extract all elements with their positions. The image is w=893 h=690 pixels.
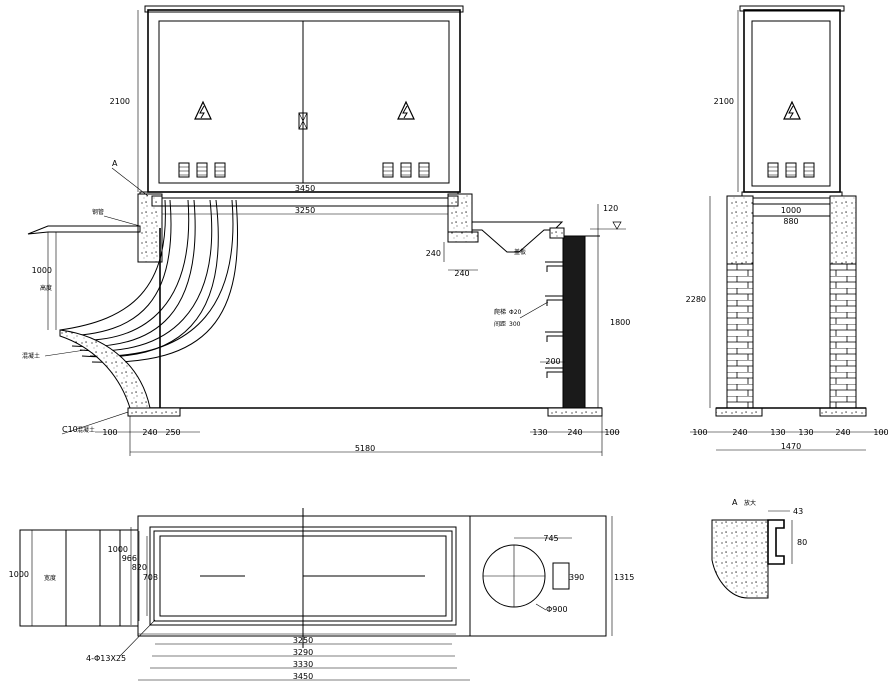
dim-text: 200 (545, 357, 560, 366)
dim-text: 80 (797, 538, 807, 547)
dim-text: 240 (732, 428, 747, 437)
dim-text: 1315 (614, 573, 634, 582)
dim-text: 130 (532, 428, 547, 437)
cabinet-body (147, 9, 461, 193)
label-spacing: 间距 (494, 320, 506, 328)
warning-icon (783, 100, 801, 120)
dim-text: 100 (102, 428, 117, 437)
dim-text: 3250 (295, 206, 315, 215)
label-c10-concrete: 混凝土 (77, 426, 95, 434)
dim-text: 1000 (781, 206, 801, 215)
dim-text: 120 (603, 204, 618, 213)
label-steel: 钢管 (92, 208, 104, 216)
dim-text: 3290 (293, 648, 313, 657)
warning-icon (397, 100, 415, 120)
label-spacing-dim: 300 (509, 321, 521, 328)
steel-pipe (27, 225, 141, 235)
detail-concrete (711, 519, 769, 599)
dim-text: 130 (770, 428, 785, 437)
dim-text: 100 (873, 428, 888, 437)
vent-grille (382, 162, 430, 178)
dim-text: 240 (454, 269, 469, 278)
dim-text: 3330 (293, 660, 313, 669)
dim-text: 2100 (110, 97, 130, 106)
label-width: 宽度 (44, 574, 56, 582)
detail-title-suffix: 放大 (744, 499, 756, 507)
dim-text: 100 (692, 428, 707, 437)
dim-text: 2100 (714, 97, 734, 106)
dim-text: 3450 (295, 184, 315, 193)
front-dimensions: 2100 3450 3250 5180 100 240 250 130 240 … (32, 10, 630, 456)
dim-text: 43 (793, 507, 803, 516)
dim-text: 708 (143, 573, 158, 582)
left-footing (127, 407, 181, 417)
label-concrete: 混凝土 (22, 352, 40, 360)
right-footing (547, 407, 603, 417)
dim-text: 390 (569, 573, 584, 582)
cabinet-door-frame (158, 20, 450, 184)
dim-text: 1470 (781, 442, 801, 451)
dim-text: 5180 (355, 444, 375, 453)
dim-text: 3450 (293, 672, 313, 681)
dim-text: 100 (604, 428, 619, 437)
dim-text: 250 (165, 428, 180, 437)
dim-text: 240 (567, 428, 582, 437)
right-foundation (447, 193, 473, 233)
cover-plate (471, 221, 564, 253)
vent-grille (178, 162, 226, 178)
pipe-plan (19, 529, 139, 627)
detail-channel (767, 519, 785, 565)
dim-text: 130 (798, 428, 813, 437)
dim-text: 1000 (108, 545, 128, 554)
dim-text: Φ900 (546, 605, 568, 614)
label-a: A (112, 159, 118, 168)
door-lock (298, 112, 308, 130)
side-view: 2100 1000 880 2280 100 240 130 130 240 1… (686, 5, 889, 451)
ladder-rungs (546, 265, 563, 378)
dim-text: 1000 (9, 570, 29, 579)
label-ladder-dim: Φ20 (509, 309, 522, 316)
warning-icon (194, 100, 212, 120)
dim-text: 1000 (32, 266, 52, 275)
dim-text: 2280 (686, 295, 706, 304)
dim-text: 240 (426, 249, 441, 258)
label-cover: 盖板 (514, 248, 526, 256)
dim-text: 880 (783, 217, 798, 226)
dim-text: 820 (132, 563, 147, 572)
dim-text: 966 (122, 554, 137, 563)
dim-text: 240 (142, 428, 157, 437)
vent-grille (767, 162, 815, 178)
detail-title: A (732, 498, 738, 507)
dim-text: 745 (543, 534, 558, 543)
dim-text: 1800 (610, 318, 630, 327)
dim-text: 4-Φ13X25 (86, 654, 126, 663)
pipe-support-concrete (59, 329, 151, 409)
label-ladder: 爬梯 (494, 308, 506, 316)
dim-text: 3250 (293, 636, 313, 645)
label-c10: C10 (62, 425, 78, 434)
cabinet-roof (144, 5, 464, 13)
plan-view: 3250 3290 3330 3450 1000 966 820 708 745… (9, 508, 634, 681)
left-foundation (137, 193, 163, 263)
front-view: 2100 3450 3250 5180 100 240 250 130 240 … (22, 5, 630, 456)
dim-text: 240 (835, 428, 850, 437)
side-wall-left (726, 263, 754, 409)
side-wall-right (829, 263, 857, 409)
label-height: 高度 (40, 284, 52, 292)
right-wall (562, 235, 586, 409)
detail-a: A 放大 43 80 (711, 498, 807, 599)
